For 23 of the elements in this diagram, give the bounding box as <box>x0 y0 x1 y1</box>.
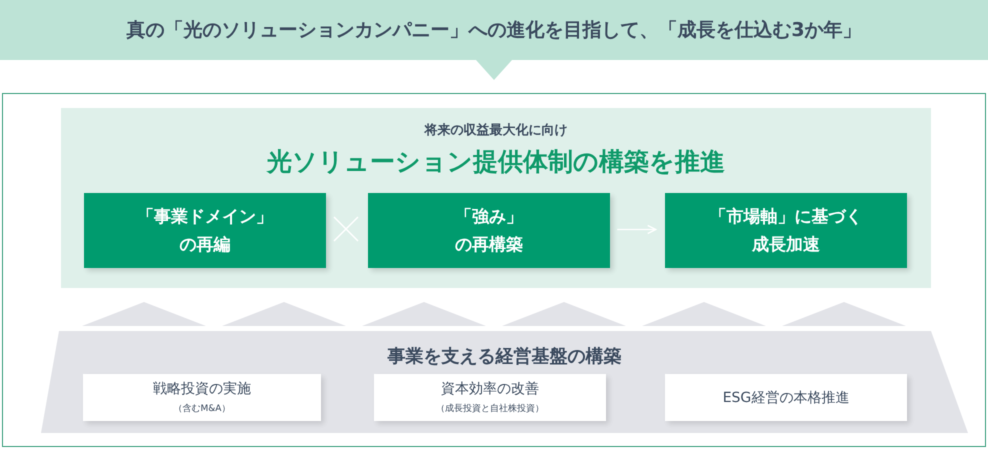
subtitle: 将来の収益最大化に向け <box>423 122 568 139</box>
box-label: 「市場軸」に基づく成長加速 <box>708 206 864 256</box>
process-box <box>665 193 907 268</box>
foundation-title: 事業を支える経営基盤の構築 <box>386 345 622 368</box>
box-note: （成長投資と自社株投資） <box>436 402 544 415</box>
box-label: 「事業ドメイン」の再編 <box>136 206 274 256</box>
box-label: 「強み」の再構築 <box>454 206 524 256</box>
banner-title: 真の「光のソリューションカンパニー」への進化を目指して、「成長を仕込む3か年」 <box>125 18 863 43</box>
text-box <box>83 374 321 421</box>
arrow <box>617 224 656 234</box>
frame <box>2 93 986 447</box>
box-note: （含むM&A） <box>174 402 230 415</box>
panel-title: 光ソリューション提供体制の構築を推進 <box>265 146 726 178</box>
box-label: ESG経営の本格推進 <box>722 388 850 406</box>
process-box <box>84 193 326 268</box>
panel <box>61 108 931 288</box>
foundation-trapezoid <box>41 331 968 433</box>
box-label: 戦略投資の実施 <box>153 380 251 398</box>
text-box <box>665 374 907 421</box>
process-box <box>368 193 610 268</box>
callout-banner <box>0 0 988 80</box>
box-label: 資本効率の改善 <box>441 380 539 398</box>
text-box <box>374 374 606 421</box>
